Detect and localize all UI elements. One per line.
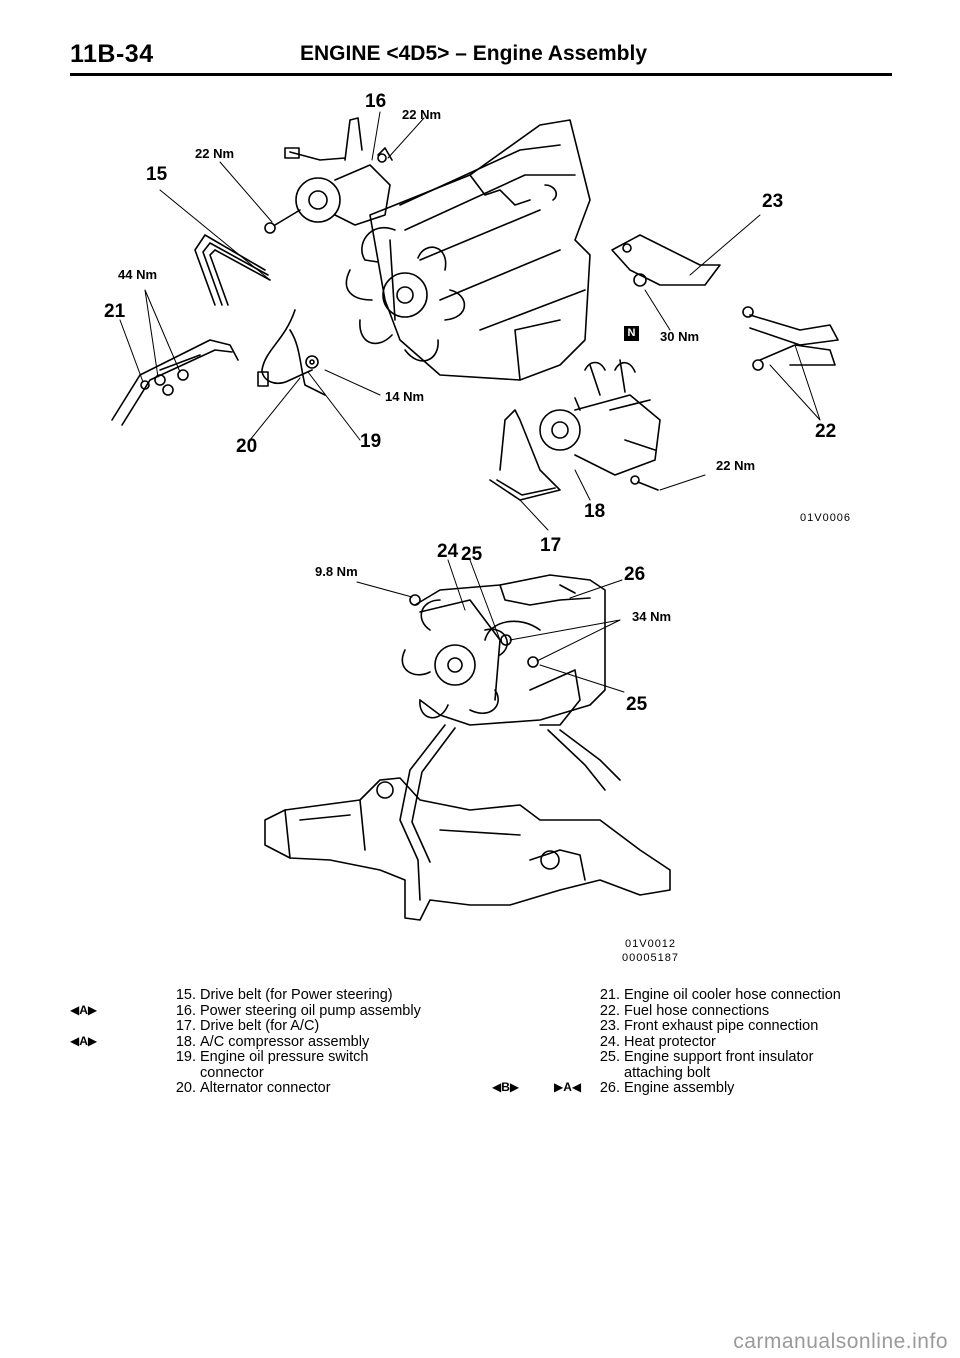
callout-22: 22 — [815, 421, 837, 442]
legend-item-25: 25.Engine support front insulator — [599, 1049, 814, 1065]
callout-21: 21 — [104, 301, 126, 322]
header-rule — [70, 73, 892, 76]
n-badge: N — [624, 326, 639, 341]
legend-item-22: 22.Fuel hose connections — [599, 1002, 770, 1019]
callout-16: 16 — [365, 91, 387, 112]
page-number: 11B-34 — [70, 40, 154, 68]
procedure-mark-26-a: ▶A◀ — [554, 1080, 582, 1094]
oil-cooler-hoses — [111, 339, 239, 426]
engine-assembly-diagram — [111, 111, 839, 921]
legend-item-20: 20.Alternator connector — [175, 1080, 331, 1096]
legend-item-26: 26.Engine assembly — [599, 1080, 735, 1096]
legend-item-21: 21.Engine oil cooler hose connection — [599, 987, 841, 1003]
legend-item-15: 15.Drive belt (for Power steering) — [175, 987, 393, 1003]
procedure-mark-26-b: ◀B▶ — [492, 1080, 520, 1094]
heat-protector-bolt — [409, 594, 421, 606]
legend-item-17: 17.Drive belt (for A/C) — [175, 1018, 320, 1034]
legend-item-19-cont: connector — [200, 1064, 264, 1081]
callout-15: 15 — [146, 164, 168, 185]
engine-support-arms — [399, 724, 621, 901]
leader-lines-lower — [356, 559, 625, 693]
callout-26: 26 — [624, 564, 646, 585]
page-title: ENGINE <4D5> – Engine Assembly — [300, 42, 648, 65]
figure-code-upper: 01V0006 — [800, 512, 852, 524]
callout-23: 23 — [762, 191, 784, 212]
torque-label-16: 22 Nm — [402, 107, 442, 122]
callout-24: 24 — [437, 541, 459, 562]
power-steering-pump — [264, 117, 393, 234]
compressor-bolt — [630, 475, 659, 491]
legend-item-24: 24.Heat protector — [599, 1033, 716, 1050]
callout-25-top: 25 — [461, 544, 483, 565]
cooling-fan-upper — [345, 227, 466, 362]
callout-19: 19 — [360, 431, 382, 452]
procedure-mark-16: ◀A▶ — [70, 1003, 98, 1017]
drive-belt-15 — [194, 234, 271, 306]
figure-code-lower-1: 01V0012 — [625, 938, 677, 950]
ac-compressor — [539, 359, 661, 476]
legend-left: 15.Drive belt (for Power steering) 16.Po… — [168, 987, 421, 1097]
torque-label-21: 44 Nm — [118, 267, 158, 282]
drive-belt-17 — [489, 409, 561, 501]
figure-code-lower-2: 00005187 — [622, 952, 679, 964]
page-header: 11B-34 ENGINE <4D5> – Engine Assembly — [70, 40, 892, 76]
legend-item-18: 18.A/C compressor assembly — [175, 1033, 370, 1050]
engine-block-upper — [369, 119, 591, 381]
callout-18: 18 — [584, 501, 606, 522]
torque-label-26: 34 Nm — [632, 609, 672, 624]
subframe — [264, 777, 671, 921]
exhaust-pipe-bracket — [611, 234, 721, 287]
legend-item-23: 23.Front exhaust pipe connection — [599, 1018, 819, 1034]
legend-item-16: 16.Power steering oil pump assembly — [175, 1002, 421, 1019]
engine-block-lower — [414, 574, 606, 726]
legend-item-25-cont: attaching bolt — [624, 1064, 711, 1081]
footer-watermark: carmanualsonline.info — [733, 1330, 948, 1353]
cooling-fan-lower — [401, 599, 508, 719]
fuel-hoses — [742, 306, 839, 371]
legend-item-19: 19.Engine oil pressure switch — [175, 1049, 369, 1065]
insulator-bolt-b — [527, 656, 539, 668]
legend-right: 21.Engine oil cooler hose connection 22.… — [592, 987, 841, 1097]
wiring-harness — [257, 309, 326, 396]
callout-17: 17 — [540, 535, 562, 556]
torque-label-24: 9.8 Nm — [315, 564, 358, 579]
callout-25-bottom: 25 — [626, 694, 648, 715]
leader-lines-upper — [119, 111, 821, 531]
torque-label-19: 14 Nm — [385, 389, 425, 404]
procedure-mark-18: ◀A▶ — [70, 1034, 98, 1048]
torque-label-15: 22 Nm — [195, 146, 235, 161]
callout-20: 20 — [236, 436, 258, 457]
torque-label-23: 30 Nm — [660, 329, 700, 344]
torque-label-22: 22 Nm — [716, 458, 756, 473]
